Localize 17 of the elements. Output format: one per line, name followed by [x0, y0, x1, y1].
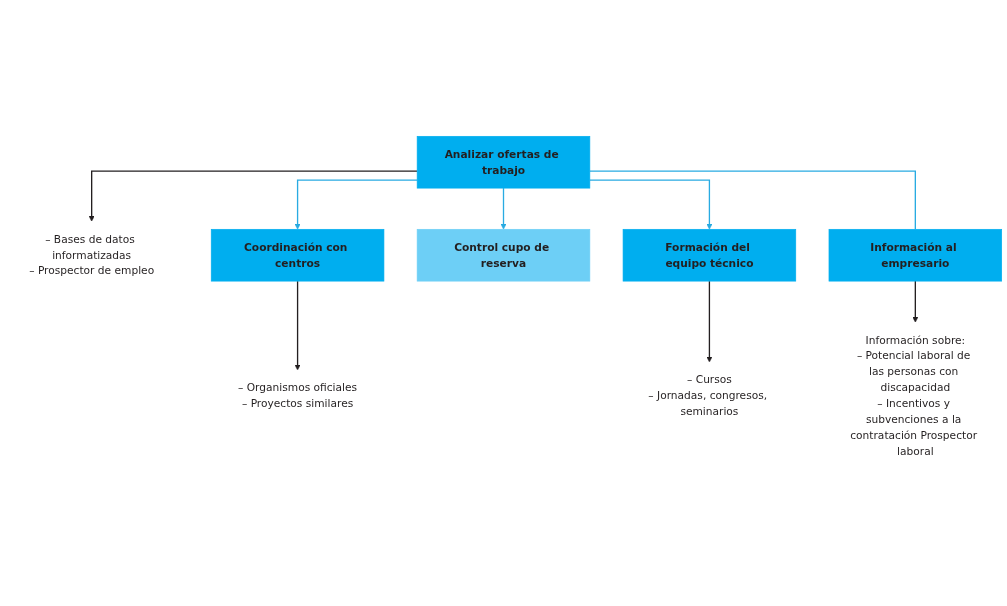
node-box: Control cupo de reserva	[416, 228, 591, 282]
arrow	[294, 179, 418, 230]
arrow	[88, 170, 418, 222]
node-box: Información al empresario	[828, 228, 1002, 282]
node-text: – Cursos – Jornadas, congresos, seminarios	[648, 373, 768, 418]
node-box: Analizar ofertas de trabajo	[416, 135, 591, 189]
arrow	[589, 179, 713, 230]
connector	[589, 170, 916, 230]
node-text: – Bases de datos informatizadas – Prospector de empleo	[29, 232, 155, 278]
arrow	[912, 280, 919, 323]
node-box: Coordinación con centros	[210, 228, 385, 282]
arrow	[706, 280, 713, 363]
node-text: Información sobre: – Potencial laboral de las personas con discapacidad – Incentivos y subvenciones a la contratación Prospector laboral	[850, 333, 978, 458]
arrow	[500, 187, 507, 230]
node-box: Formación del equipo técnico	[622, 228, 797, 282]
node-text: – Organismos oficiales – Proyectos similares	[238, 381, 358, 410]
arrow	[294, 280, 301, 371]
